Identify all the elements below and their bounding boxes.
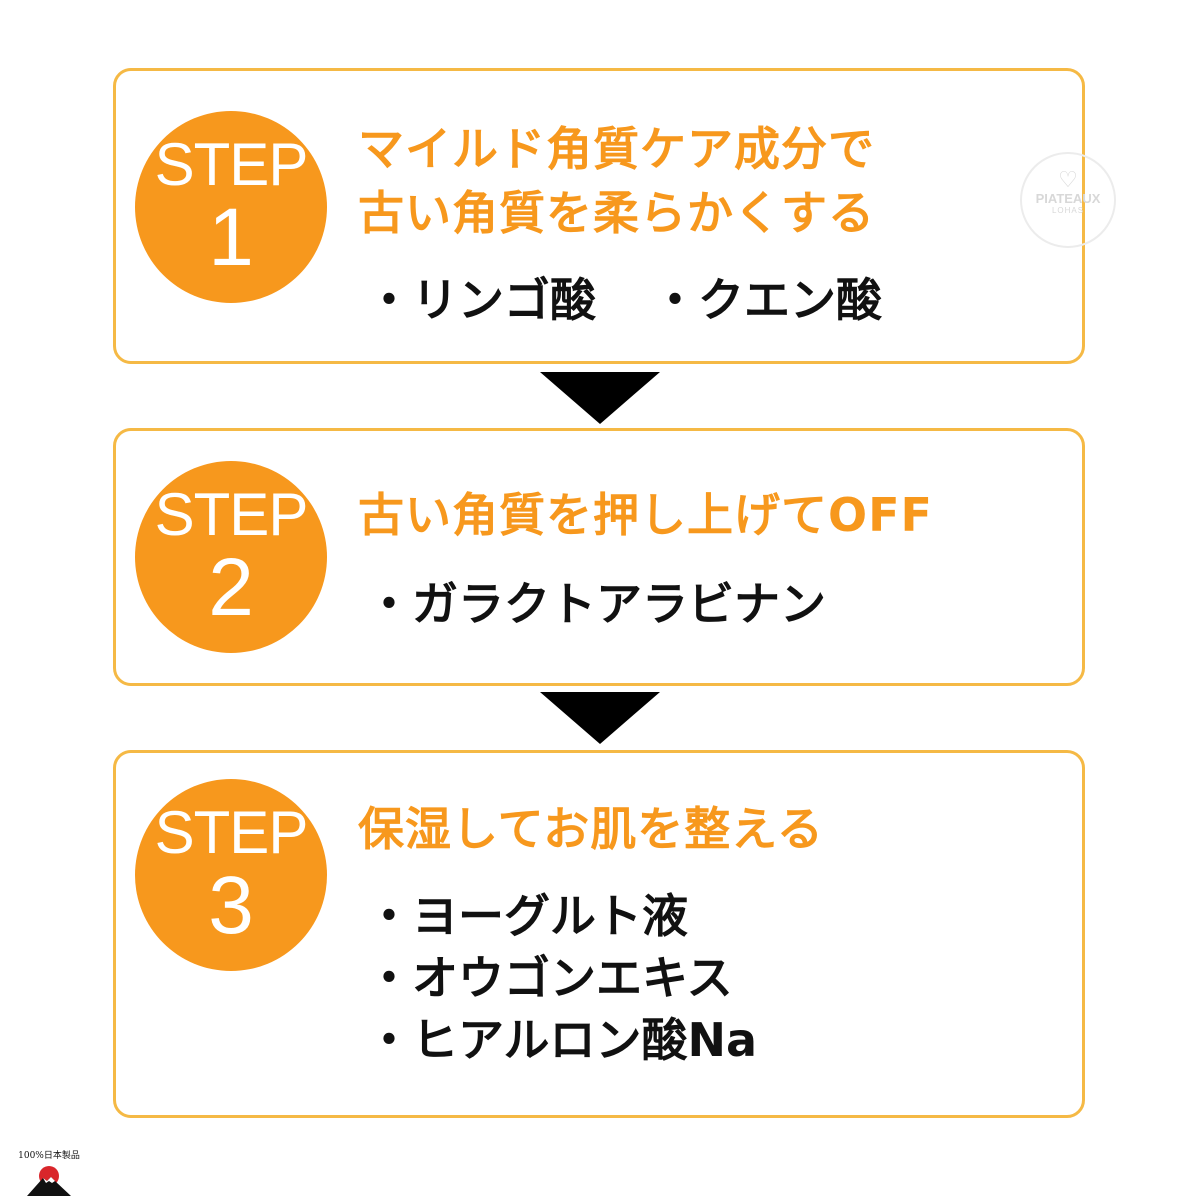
ingredient-list: ・リンゴ酸 ・クエン酸: [366, 269, 882, 331]
made-in-japan-badge: 100%日本製品: [4, 1150, 94, 1198]
step-title-line: 保湿してお肌を整える: [358, 802, 824, 856]
mount-fuji-icon: [27, 1166, 71, 1196]
hearts-icon: ♡: [1058, 167, 1078, 192]
watermark-subtext: LOHAS: [1051, 206, 1085, 215]
down-triangle-icon: [540, 692, 660, 744]
step-number: 3: [208, 860, 254, 951]
step-card-1: STEP 1 マイルド角質ケア成分で 古い角質を柔らかくする ・リンゴ酸 ・クエン…: [113, 68, 1085, 364]
ingredient-list: ・ガラクトアラビナン: [366, 573, 826, 635]
ingredient-item: ・ヒアルロン酸Na: [366, 1013, 758, 1067]
brand-watermark: ♡ PIATEAUX LOHAS: [1020, 152, 1116, 248]
step-number: 2: [208, 542, 254, 633]
step-badge-1: STEP 1: [135, 111, 327, 303]
ingredient-list: ・ヨーグルト液 ・オウゴンエキス ・ヒアルロン酸Na: [366, 885, 757, 1071]
step-title: 古い角質を押し上げてOFF: [358, 483, 933, 547]
step-card-2: STEP 2 古い角質を押し上げてOFF ・ガラクトアラビナン: [113, 428, 1085, 686]
ingredient-item: ・ガラクトアラビナン: [366, 577, 826, 631]
step-title: マイルド角質ケア成分で 古い角質を柔らかくする: [358, 117, 875, 245]
ingredient-item: ・オウゴンエキス: [366, 951, 733, 1005]
ingredient-item: ・リンゴ酸: [366, 273, 596, 327]
step-badge-2: STEP 2: [135, 461, 327, 653]
badge-text: 100%日本製品: [18, 1151, 80, 1161]
step-word: STEP: [154, 799, 309, 866]
step-title-line: 古い角質を柔らかくする: [358, 186, 875, 240]
watermark-text: PIATEAUX: [1035, 191, 1101, 206]
step-word: STEP: [154, 481, 309, 548]
step-title: 保湿してお肌を整える: [358, 797, 824, 861]
step-badge-3: STEP 3: [135, 779, 327, 971]
ingredient-item: ・クエン酸: [652, 273, 882, 327]
step-number: 1: [208, 192, 254, 283]
ingredient-item: ・ヨーグルト液: [366, 889, 688, 943]
step-word: STEP: [154, 131, 309, 198]
step-card-3: STEP 3 保湿してお肌を整える ・ヨーグルト液 ・オウゴンエキス ・ヒアルロ…: [113, 750, 1085, 1118]
down-triangle-icon: [540, 372, 660, 424]
step-title-line: マイルド角質ケア成分で: [358, 122, 875, 176]
step-title-line: 古い角質を押し上げてOFF: [358, 488, 933, 542]
